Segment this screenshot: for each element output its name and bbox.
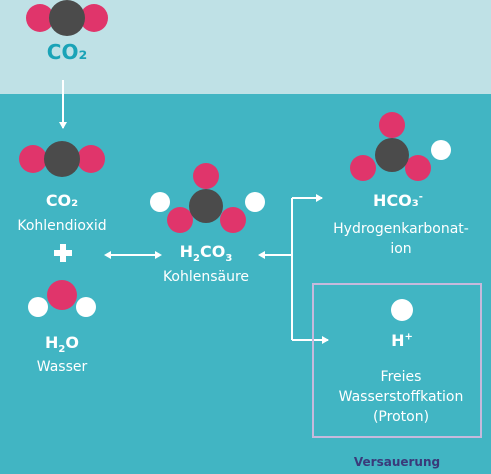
- h2o-name-label: Wasser: [36, 359, 88, 375]
- dissociation-arrows: [258, 194, 329, 344]
- equilibrium-arrow: [104, 251, 162, 259]
- co2-molecule-icon: [19, 141, 105, 177]
- acidification-box: [312, 283, 482, 438]
- h2co3-formula-label: H2CO3: [179, 242, 233, 265]
- hydrogen-ion-icon: [391, 299, 413, 321]
- co2-air-label: CO₂: [46, 40, 88, 64]
- plus-icon: [54, 244, 72, 262]
- h2co3-name-label: Kohlensäure: [162, 269, 250, 285]
- proton-formula-label: H+: [391, 331, 413, 350]
- h2o-formula-label: H2O: [45, 333, 79, 356]
- co2-name-label: Kohlendioxid: [17, 218, 107, 234]
- bicarbonate-molecule-icon: [350, 112, 451, 181]
- carbonic-acid-molecule-icon: [150, 163, 265, 233]
- co2-molecule-icon: [26, 0, 108, 36]
- hco3-name-label: Hydrogenkarbonat-ion: [333, 221, 469, 257]
- hco3-formula-label: HCO₃-: [373, 191, 423, 210]
- acidification-caption: Versauerung: [353, 455, 441, 469]
- h2o-molecule-icon: [28, 280, 96, 317]
- co2-water-label: CO₂: [45, 191, 79, 210]
